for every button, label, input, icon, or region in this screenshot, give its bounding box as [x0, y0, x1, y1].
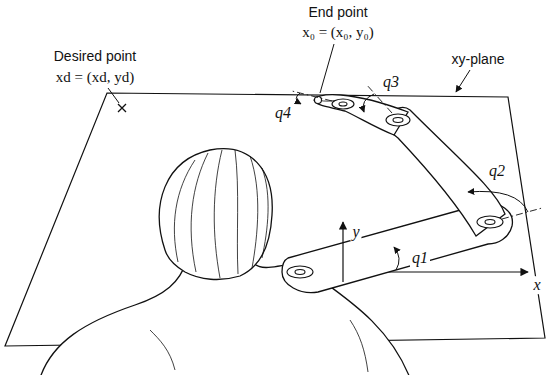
angle-arcs — [296, 93, 528, 270]
plane-leader — [456, 70, 470, 92]
head-hair — [159, 149, 272, 280]
desired-point-cross — [118, 104, 126, 112]
callout-label: End point — [306, 5, 369, 20]
axis-label: y — [350, 223, 361, 241]
axis-label: x — [531, 276, 542, 294]
callout-label: Desired point — [52, 49, 139, 64]
y-axis — [342, 222, 343, 282]
angle-label: q2 — [487, 162, 507, 180]
joint-markers — [287, 97, 503, 279]
angle-label: q1 — [410, 249, 430, 267]
coordinate-label: x₀ = (x₀, y₀) — [300, 24, 376, 41]
desired-point-leader — [108, 88, 119, 103]
end-point-leader — [320, 44, 334, 93]
hair-strands — [174, 150, 268, 278]
angle-label: q4 — [273, 104, 293, 122]
coordinate-label: xd = (xd, yd) — [54, 69, 136, 86]
back-shading — [150, 320, 368, 372]
angle-label: q3 — [381, 73, 401, 91]
extension-lines — [292, 84, 542, 219]
plane-label: xy-plane — [450, 52, 507, 67]
